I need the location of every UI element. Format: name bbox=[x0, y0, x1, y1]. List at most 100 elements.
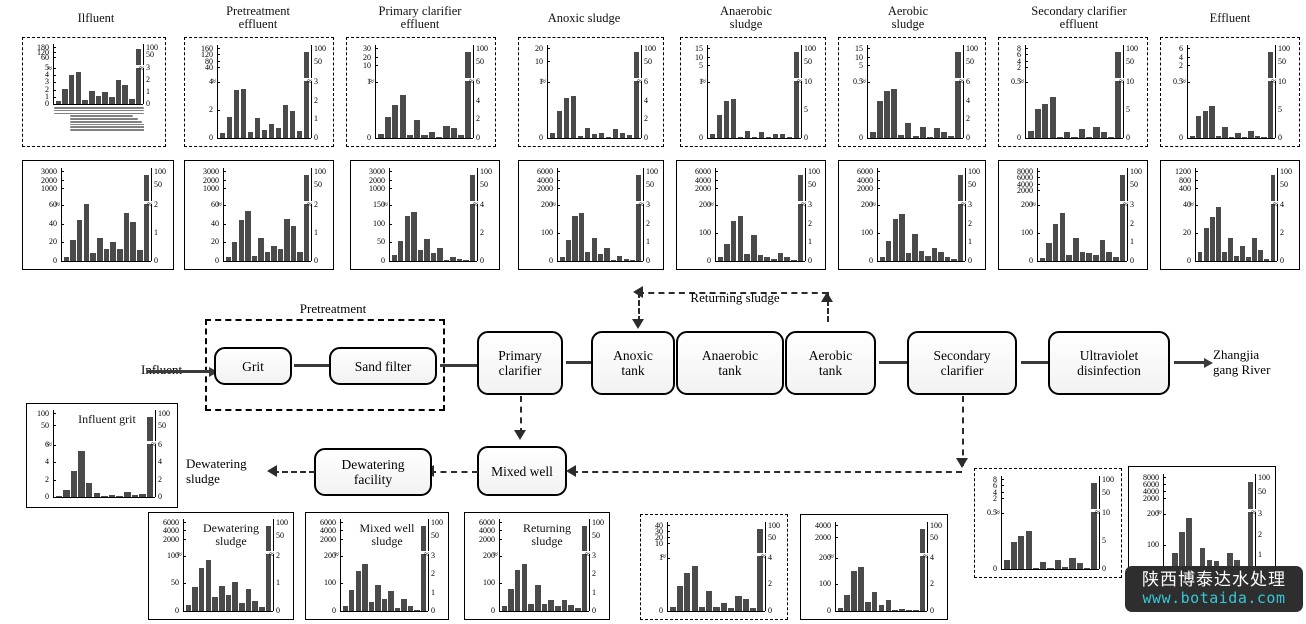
bar bbox=[1227, 552, 1233, 575]
y-tick-mark bbox=[877, 261, 880, 262]
x-axis-line bbox=[389, 261, 477, 262]
y-tick-label-upper: 4000 bbox=[537, 175, 553, 185]
flow-box-dewatering-facility[interactable]: Dewatering facility bbox=[314, 448, 432, 496]
axis-break-marker: ≈ bbox=[871, 198, 876, 209]
bar bbox=[871, 591, 878, 611]
y-tick-label-right-lower: 4 bbox=[476, 95, 480, 105]
y-tick-label-upper: 10 bbox=[363, 61, 371, 71]
y-axis-line bbox=[557, 168, 558, 261]
flow-box-anaerobic-tank[interactable]: Anaerobic tank bbox=[676, 331, 784, 395]
y-tick-mark bbox=[53, 75, 56, 77]
y-tick-mark bbox=[61, 223, 64, 225]
y-tick-label-lower: 200 bbox=[541, 200, 553, 210]
y-tick-label-lower: 0.5 bbox=[853, 77, 863, 87]
y-tick-label-upper: 40 bbox=[205, 63, 213, 73]
y-tick-label-upper: 4000 bbox=[857, 175, 873, 185]
y-tick-label-lower: 50 bbox=[377, 237, 385, 247]
y-tick-mark bbox=[1025, 138, 1028, 139]
flow-box-sand-filter[interactable]: Sand filter bbox=[329, 347, 437, 385]
x-axis-line bbox=[715, 261, 805, 262]
axis-break-marker-right: ≈ bbox=[1251, 507, 1256, 518]
bar-series bbox=[879, 168, 964, 261]
bar bbox=[885, 599, 892, 611]
bar bbox=[219, 133, 226, 138]
y-tick-mark bbox=[557, 179, 560, 181]
y-tick-label-right-lower: 2 bbox=[1280, 228, 1284, 238]
bar bbox=[368, 601, 375, 611]
y-tick-label-right-lower: 2 bbox=[1130, 218, 1134, 228]
y-tick-label-lower: 0 bbox=[659, 606, 663, 615]
axis-break-gap bbox=[755, 553, 766, 557]
y-tick-mark bbox=[340, 611, 343, 612]
bar bbox=[1040, 561, 1047, 569]
arrow-aerobic-to-secondary bbox=[879, 357, 917, 368]
y-tick-mark bbox=[375, 82, 378, 84]
flow-box-uv-disinfection[interactable]: Ultraviolet disinfection bbox=[1048, 331, 1170, 395]
flow-box-aerobic-tank[interactable]: Aerobic tank bbox=[785, 331, 876, 395]
bar-series bbox=[1027, 45, 1122, 138]
arrow-primary-to-anoxic bbox=[566, 357, 601, 368]
bar bbox=[541, 604, 548, 611]
y-tick-label-upper: 6 bbox=[993, 481, 997, 491]
y-tick-label-upper: 4000 bbox=[1017, 179, 1033, 189]
y-tick-label-upper: 1000 bbox=[369, 184, 385, 194]
flow-box-primary-clarifier[interactable]: Primary clarifier bbox=[477, 331, 563, 395]
bar bbox=[258, 238, 264, 261]
y-tick-label-right-lower: 4 bbox=[158, 457, 162, 467]
bar-series bbox=[55, 410, 154, 497]
y-tick-mark bbox=[715, 233, 718, 235]
y-tick-label-right-lower: 3 bbox=[314, 77, 318, 87]
y-tick-mark bbox=[707, 138, 710, 139]
axis-break-marker: ≈ bbox=[1181, 75, 1186, 86]
y-tick-mark bbox=[1001, 491, 1004, 493]
flow-box-mixed-well[interactable]: Mixed well bbox=[477, 446, 567, 496]
y-tick-label-right-upper: 100 bbox=[1278, 44, 1290, 53]
bar bbox=[1093, 127, 1100, 138]
bar bbox=[1073, 237, 1079, 261]
y-tick-label-right-lower: 6 bbox=[158, 439, 162, 449]
bar bbox=[398, 240, 404, 261]
returning-sludge-down-arrowhead bbox=[632, 319, 644, 329]
y-tick-mark bbox=[53, 68, 56, 69]
y-tick-label-upper: 10 bbox=[855, 52, 863, 62]
bar bbox=[108, 494, 116, 497]
bar bbox=[691, 566, 698, 611]
y-tick-label-lower: 100 bbox=[373, 218, 385, 228]
bar bbox=[521, 563, 528, 611]
axis-break-marker: ≈ bbox=[709, 198, 714, 209]
y-tick-mark bbox=[340, 583, 343, 585]
axis-break-marker-right: ≈ bbox=[1095, 506, 1100, 517]
bar bbox=[575, 608, 581, 611]
bar-broken-axis-tall bbox=[1247, 482, 1254, 575]
flow-box-grit[interactable]: Grit bbox=[214, 347, 292, 385]
axis-break-marker: ≈ bbox=[701, 75, 706, 86]
y-tick-label-right-lower: 2 bbox=[808, 218, 812, 228]
y-tick-label-right-lower: 1 bbox=[314, 228, 318, 238]
y-tick-label-lower: 0 bbox=[367, 133, 371, 142]
y-tick-mark bbox=[389, 223, 392, 225]
bar-broken-axis-tall bbox=[420, 526, 427, 611]
bar bbox=[1261, 137, 1267, 138]
flow-box-secondary-clarifier[interactable]: Secondary clarifier bbox=[907, 331, 1017, 395]
returning-sludge-up-arrowhead bbox=[821, 292, 833, 302]
y-tick-label-right-lower: 4 bbox=[644, 95, 648, 105]
y-axis-right-line bbox=[273, 519, 274, 611]
flow-box-anoxic-tank[interactable]: Anoxic tank bbox=[591, 331, 675, 395]
y-tick-label-right-upper: 50 bbox=[1278, 56, 1286, 66]
bar bbox=[247, 132, 254, 138]
chart-title-effluent: Effluent bbox=[1209, 11, 1251, 25]
y-tick-label-right-upper: 100 bbox=[276, 518, 288, 527]
bar bbox=[394, 607, 401, 611]
bar bbox=[892, 609, 898, 611]
y-tick-label-upper: 4000 bbox=[479, 526, 495, 536]
y-tick-label-right-upper: 50 bbox=[158, 420, 166, 430]
bar-broken-axis-tall bbox=[581, 526, 588, 611]
y-tick-mark bbox=[223, 205, 226, 207]
y-axis-right-line bbox=[1099, 476, 1100, 569]
bar bbox=[757, 255, 764, 261]
y-tick-mark bbox=[1037, 233, 1040, 235]
y-axis-line bbox=[217, 45, 218, 138]
bar bbox=[1071, 137, 1078, 138]
y-tick-label-right-lower: 0 bbox=[1130, 256, 1134, 265]
